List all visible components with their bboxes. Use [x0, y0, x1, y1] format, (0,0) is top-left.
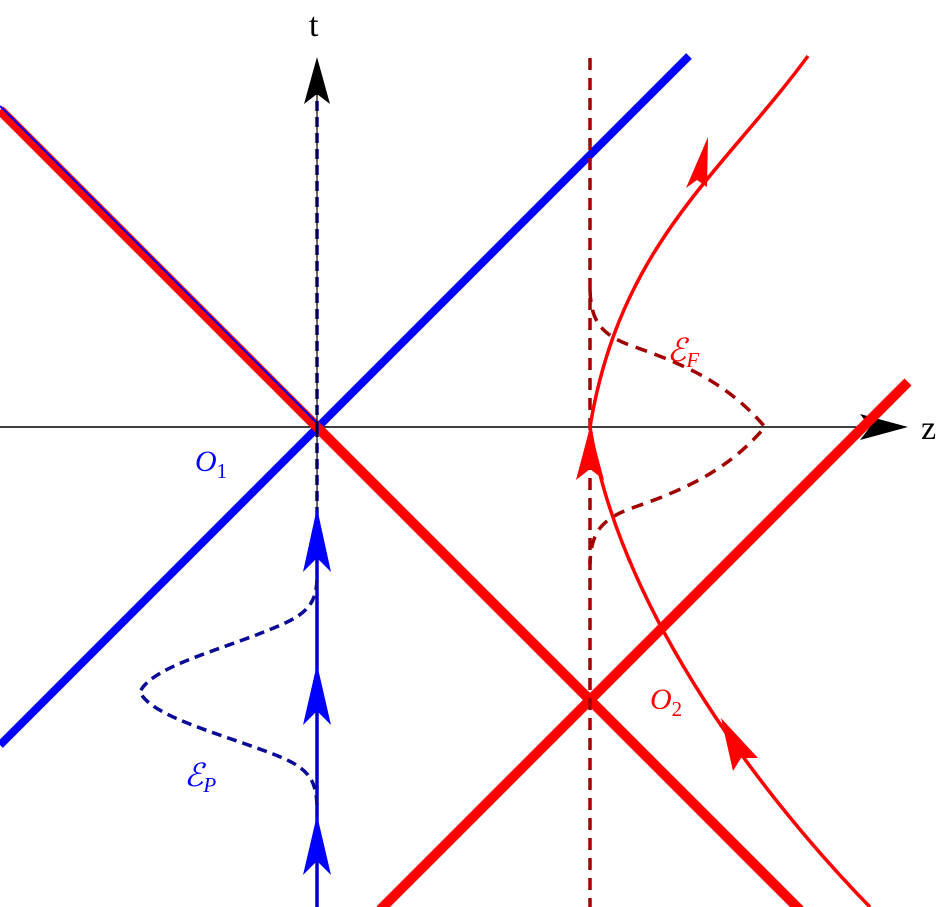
t-axis-label: t: [309, 7, 319, 44]
blue-worldline-arrow-3: [303, 815, 331, 875]
red-light-ray-o2: [376, 378, 912, 907]
red-light-ray-o1: [0, 106, 804, 907]
blue-worldline-arrow-2: [303, 664, 331, 725]
o1-subscript: 1: [217, 459, 228, 483]
red-worldline-arrow-top: [686, 137, 708, 188]
future-envelope-symbol: ℰ: [667, 331, 690, 369]
past-envelope-curve: [138, 579, 319, 806]
o1-label: O1: [195, 445, 227, 483]
t-axis-arrowhead: [304, 57, 330, 104]
past-envelope-label: ℰP: [184, 756, 216, 797]
blue-light-ray-past-core: [0, 105, 318, 424]
o2-label: O2: [650, 683, 682, 721]
z-axis-label: z: [921, 410, 936, 447]
red-accelerated-worldline: [588, 54, 872, 907]
blue-light-ray-future: [0, 53, 692, 748]
o1-symbol: O: [195, 445, 217, 478]
red-worldline-arrow-mid: [576, 427, 604, 480]
blue-worldline-arrow-1: [303, 508, 331, 572]
past-envelope-symbol: ℰ: [184, 756, 207, 794]
future-envelope-subscript: F: [685, 348, 699, 372]
past-envelope-subscript: P: [202, 773, 216, 797]
o2-subscript: 2: [672, 697, 683, 721]
red-worldline-arrow-bottom: [721, 718, 758, 771]
future-envelope-curve: [588, 289, 768, 565]
future-envelope-label: ℰF: [667, 331, 699, 372]
o2-symbol: O: [650, 683, 672, 716]
